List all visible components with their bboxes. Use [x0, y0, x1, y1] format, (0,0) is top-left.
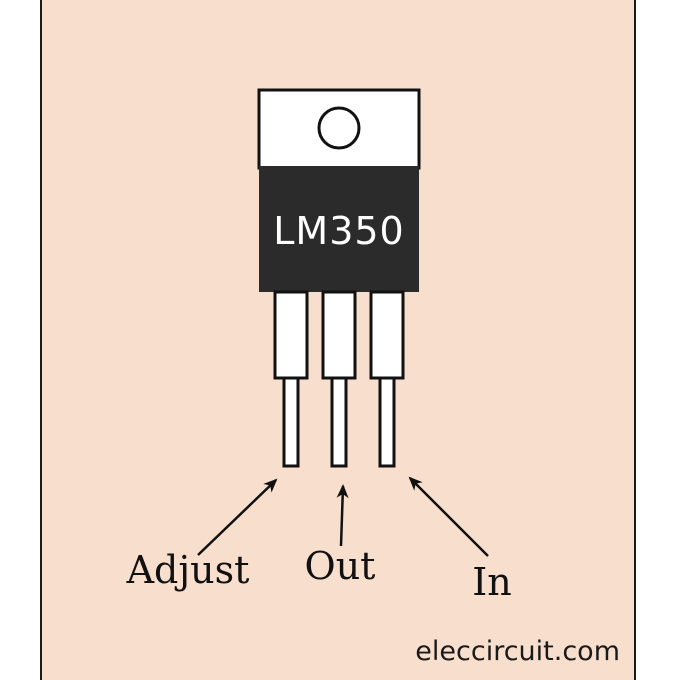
mounting-hole-icon	[317, 106, 361, 150]
pin-in	[369, 290, 405, 468]
pin-label-adjust: Adjust	[126, 548, 250, 592]
pin-label-in: In	[472, 560, 511, 604]
arrow-out	[336, 484, 349, 547]
pin-label-out: Out	[305, 544, 376, 588]
part-number-label: LM350	[273, 209, 405, 253]
pin-out	[321, 290, 357, 468]
ic-body	[259, 166, 419, 292]
source-credit: eleccircuit.com	[415, 636, 620, 667]
arrow-adjust	[197, 478, 278, 556]
pin-adjust	[273, 290, 309, 468]
arrow-in	[408, 476, 489, 557]
